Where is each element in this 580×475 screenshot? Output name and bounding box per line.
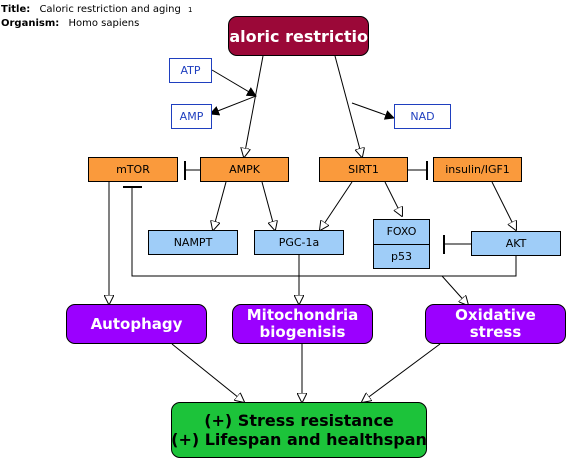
caloric-restriction-label: Caloric restriction xyxy=(229,26,368,46)
ampk-node: AMPK xyxy=(200,157,289,182)
pathway-title: Caloric restriction and aging xyxy=(39,4,181,15)
nampt-node: NAMPT xyxy=(148,230,238,255)
caloric-restriction-node: Caloric restriction xyxy=(228,16,369,56)
edge-sirt1-nad xyxy=(351,102,395,120)
title-label: Title: xyxy=(1,4,31,15)
outcome-node: (+) Stress resistance (+) Lifespan and h… xyxy=(171,402,427,458)
sirt1-label: SIRT1 xyxy=(348,163,379,176)
insulin-igf1-label: insulin/IGF1 xyxy=(445,163,510,176)
edge-autophagy-outcome xyxy=(171,343,244,402)
pgc1a-node: PGC-1a xyxy=(254,230,344,255)
complex-divider xyxy=(374,244,429,245)
autophagy-label: Autophagy xyxy=(90,314,183,333)
oxidative-stress-label-line2: stress xyxy=(469,323,522,341)
mitochondria-label-line2: biogenisis xyxy=(259,323,346,341)
sirt1-node: SIRT1 xyxy=(319,157,408,182)
pgc1a-label: PGC-1a xyxy=(278,236,320,249)
atp-label: ATP xyxy=(180,64,201,77)
organism-value: Homo sapiens xyxy=(68,18,140,29)
edge-akt-inhibits-mtor xyxy=(131,187,442,277)
amp-node: AMP xyxy=(171,104,212,129)
edge-sirt1-pgc1a xyxy=(320,181,353,230)
mtor-node: mTOR xyxy=(88,157,178,182)
nad-node: NAD xyxy=(394,104,451,129)
oxidative-stress-label-line1: Oxidative xyxy=(455,306,536,324)
foxo-p53-complex: FOXO p53 xyxy=(373,219,430,269)
foxo-label: FOXO xyxy=(386,225,417,238)
edge-atp-amp-2 xyxy=(209,95,257,116)
outcome-label-line2: (+) Lifespan and healthspan xyxy=(171,430,427,449)
outcome-label-line1: (+) Stress resistance xyxy=(204,411,394,430)
mtor-label: mTOR xyxy=(116,163,150,176)
organism-label: Organism: xyxy=(1,18,60,29)
nad-label: NAD xyxy=(410,110,435,123)
organism-line: Organism: Homo sapiens xyxy=(1,18,139,29)
p53-label: p53 xyxy=(391,250,412,263)
mitochondria-biogenesis-node: Mitochondria biogenisis xyxy=(232,304,373,344)
nampt-label: NAMPT xyxy=(173,236,213,249)
title-line: Title: Caloric restriction and aging 1 xyxy=(1,4,193,15)
title-suffix: 1 xyxy=(188,6,193,14)
mitochondria-label-line1: Mitochondria xyxy=(246,306,359,324)
insulin-igf1-node: insulin/IGF1 xyxy=(433,157,522,182)
edge-ampk-nampt xyxy=(213,181,227,230)
edge-oxidative-outcome xyxy=(362,343,441,402)
atp-node: ATP xyxy=(169,58,212,83)
edge-ampk-pgc1a xyxy=(261,181,275,230)
akt-node: AKT xyxy=(471,231,561,256)
ampk-label: AMPK xyxy=(229,163,260,176)
oxidative-stress-node: Oxidative stress xyxy=(425,304,566,344)
edge-cr-sirt1 xyxy=(334,55,362,157)
edge-akt-oxidative xyxy=(440,256,517,305)
edge-insulin-akt xyxy=(491,181,516,230)
edge-cr-ampk xyxy=(244,55,264,157)
amp-label: AMP xyxy=(179,110,204,123)
edge-atp-amp xyxy=(211,69,257,97)
akt-label: AKT xyxy=(505,237,527,250)
edge-sirt1-foxo xyxy=(384,181,402,216)
autophagy-node: Autophagy xyxy=(66,304,207,344)
